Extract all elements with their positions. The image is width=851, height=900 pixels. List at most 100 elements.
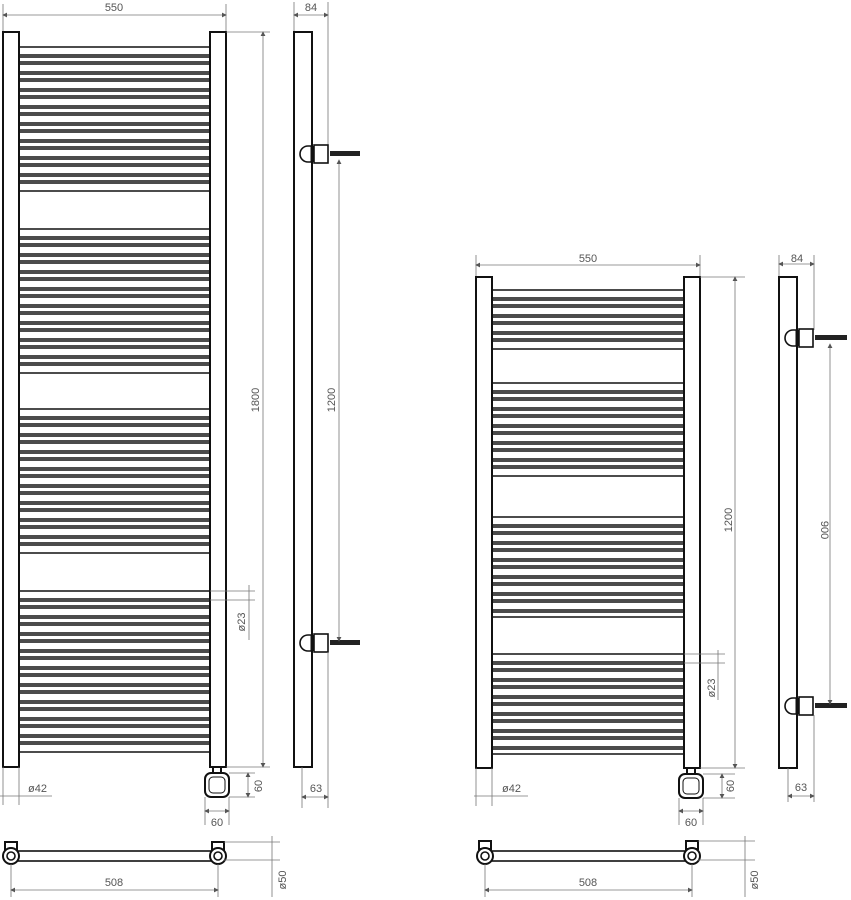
rail-bar: [18, 719, 211, 726]
rail-bar: [491, 731, 685, 738]
small-wall-offset-label: 63: [795, 782, 807, 794]
small-radiator-top-view: 508 ø50: [476, 836, 761, 897]
rail-bar: [18, 289, 211, 296]
rail-bar: [491, 392, 685, 399]
rail-bar: [488, 450, 688, 460]
large-bottom-wall-bracket-icon: [299, 633, 360, 653]
large-right-side-tube: [209, 31, 227, 768]
rail-bar: [15, 148, 214, 158]
small-radiator-side-view: 84 900 63: [778, 253, 847, 802]
rail-bar: [15, 476, 214, 486]
rail-bar: [15, 442, 214, 452]
rail-bar: [15, 63, 214, 73]
rail-bar: [18, 141, 211, 148]
rail-bar: [488, 516, 688, 526]
rail-bar: [15, 97, 214, 107]
rail-bar: [18, 238, 211, 245]
small-mount-spacing-label: 900: [818, 521, 830, 539]
large-rail-diameter-label: ø23: [236, 613, 248, 632]
rail-bar: [18, 469, 211, 476]
small-side-tube-label: ø42: [502, 783, 521, 795]
rail-bar: [491, 680, 685, 687]
rail-bar: [18, 537, 211, 544]
large-valve-box: [204, 772, 230, 798]
rail-bar: [18, 357, 211, 364]
small-left-side-tube: [475, 276, 493, 769]
rail-bar: [488, 687, 688, 697]
rail-bar: [15, 692, 214, 702]
rail-bar: [15, 46, 214, 56]
large-mount-spacing-label: 1200: [326, 388, 338, 412]
rail-bar: [488, 533, 688, 543]
rail-bar: [15, 245, 214, 255]
rail-bar: [491, 663, 685, 670]
rail-bar: [15, 607, 214, 617]
rail-bar: [18, 158, 211, 165]
rail-bar: [15, 590, 214, 600]
small-valve-box: [678, 773, 704, 799]
large-width-label: 550: [105, 2, 123, 14]
rail-bar: [491, 426, 685, 433]
small-bottom-wall-bracket-icon: [784, 696, 847, 716]
rail-bar: [491, 443, 685, 450]
rail-bar: [491, 460, 685, 467]
rail-bar: [15, 527, 214, 537]
large-left-side-tube: [2, 31, 20, 768]
rail-bar: [15, 675, 214, 685]
rail-bar: [18, 600, 211, 607]
large-center-distance-label: 508: [105, 877, 123, 889]
rail-bar: [15, 313, 214, 323]
rail-bar: [18, 520, 211, 527]
rail-bar: [18, 56, 211, 63]
large-wall-offset-label: 63: [310, 783, 322, 795]
rail-bar: [491, 560, 685, 567]
rail-bar: [15, 408, 214, 418]
rail-bar: [18, 452, 211, 459]
rail-bar: [18, 272, 211, 279]
rail-bar: [488, 653, 688, 663]
rail-bar: [488, 306, 688, 316]
small-radiator-rails: [488, 289, 688, 755]
rail-bar: [18, 306, 211, 313]
small-top-wall-bracket-icon: [784, 328, 847, 348]
rail-bar: [15, 182, 214, 192]
rail-bar: [491, 299, 685, 306]
rail-bar: [18, 107, 211, 114]
large-valve-height-label: 60: [253, 780, 265, 792]
rail-bar: [491, 526, 685, 533]
small-center-distance-label: 508: [579, 877, 597, 889]
rail-bar: [15, 459, 214, 469]
rail-bar: [18, 668, 211, 675]
rail-bar: [18, 617, 211, 624]
rail-bar: [488, 584, 688, 594]
large-top-wall-bracket-icon: [299, 144, 360, 164]
rail-bar: [488, 601, 688, 611]
rail-bar: [491, 316, 685, 323]
rail-bar: [18, 736, 211, 743]
rail-bar: [15, 493, 214, 503]
rail-bar: [15, 544, 214, 554]
rail-bar: [488, 416, 688, 426]
rail-bar: [18, 486, 211, 493]
rail-bar: [15, 364, 214, 374]
rail-bar: [18, 90, 211, 97]
large-valve-width-label: 60: [211, 817, 223, 829]
rail-bar: [18, 340, 211, 347]
rail-bar: [491, 594, 685, 601]
rail-bar: [15, 80, 214, 90]
rail-bar: [18, 435, 211, 442]
rail-bar: [488, 340, 688, 350]
rail-bar: [15, 165, 214, 175]
rail-bar: [18, 685, 211, 692]
large-depth-label: 84: [305, 2, 317, 14]
rail-bar: [15, 658, 214, 668]
rail-bar: [488, 399, 688, 409]
rail-bar: [15, 347, 214, 357]
large-radiator-front-view: 550 1800 ø23 ø42 60 60: [0, 2, 270, 829]
large-side-tube-profile: [293, 31, 313, 768]
large-radiator-top-view: 508 ø50: [2, 836, 289, 897]
rail-bar: [488, 323, 688, 333]
rail-bar: [488, 567, 688, 577]
rail-bar: [15, 743, 214, 753]
small-width-label: 550: [579, 253, 597, 265]
